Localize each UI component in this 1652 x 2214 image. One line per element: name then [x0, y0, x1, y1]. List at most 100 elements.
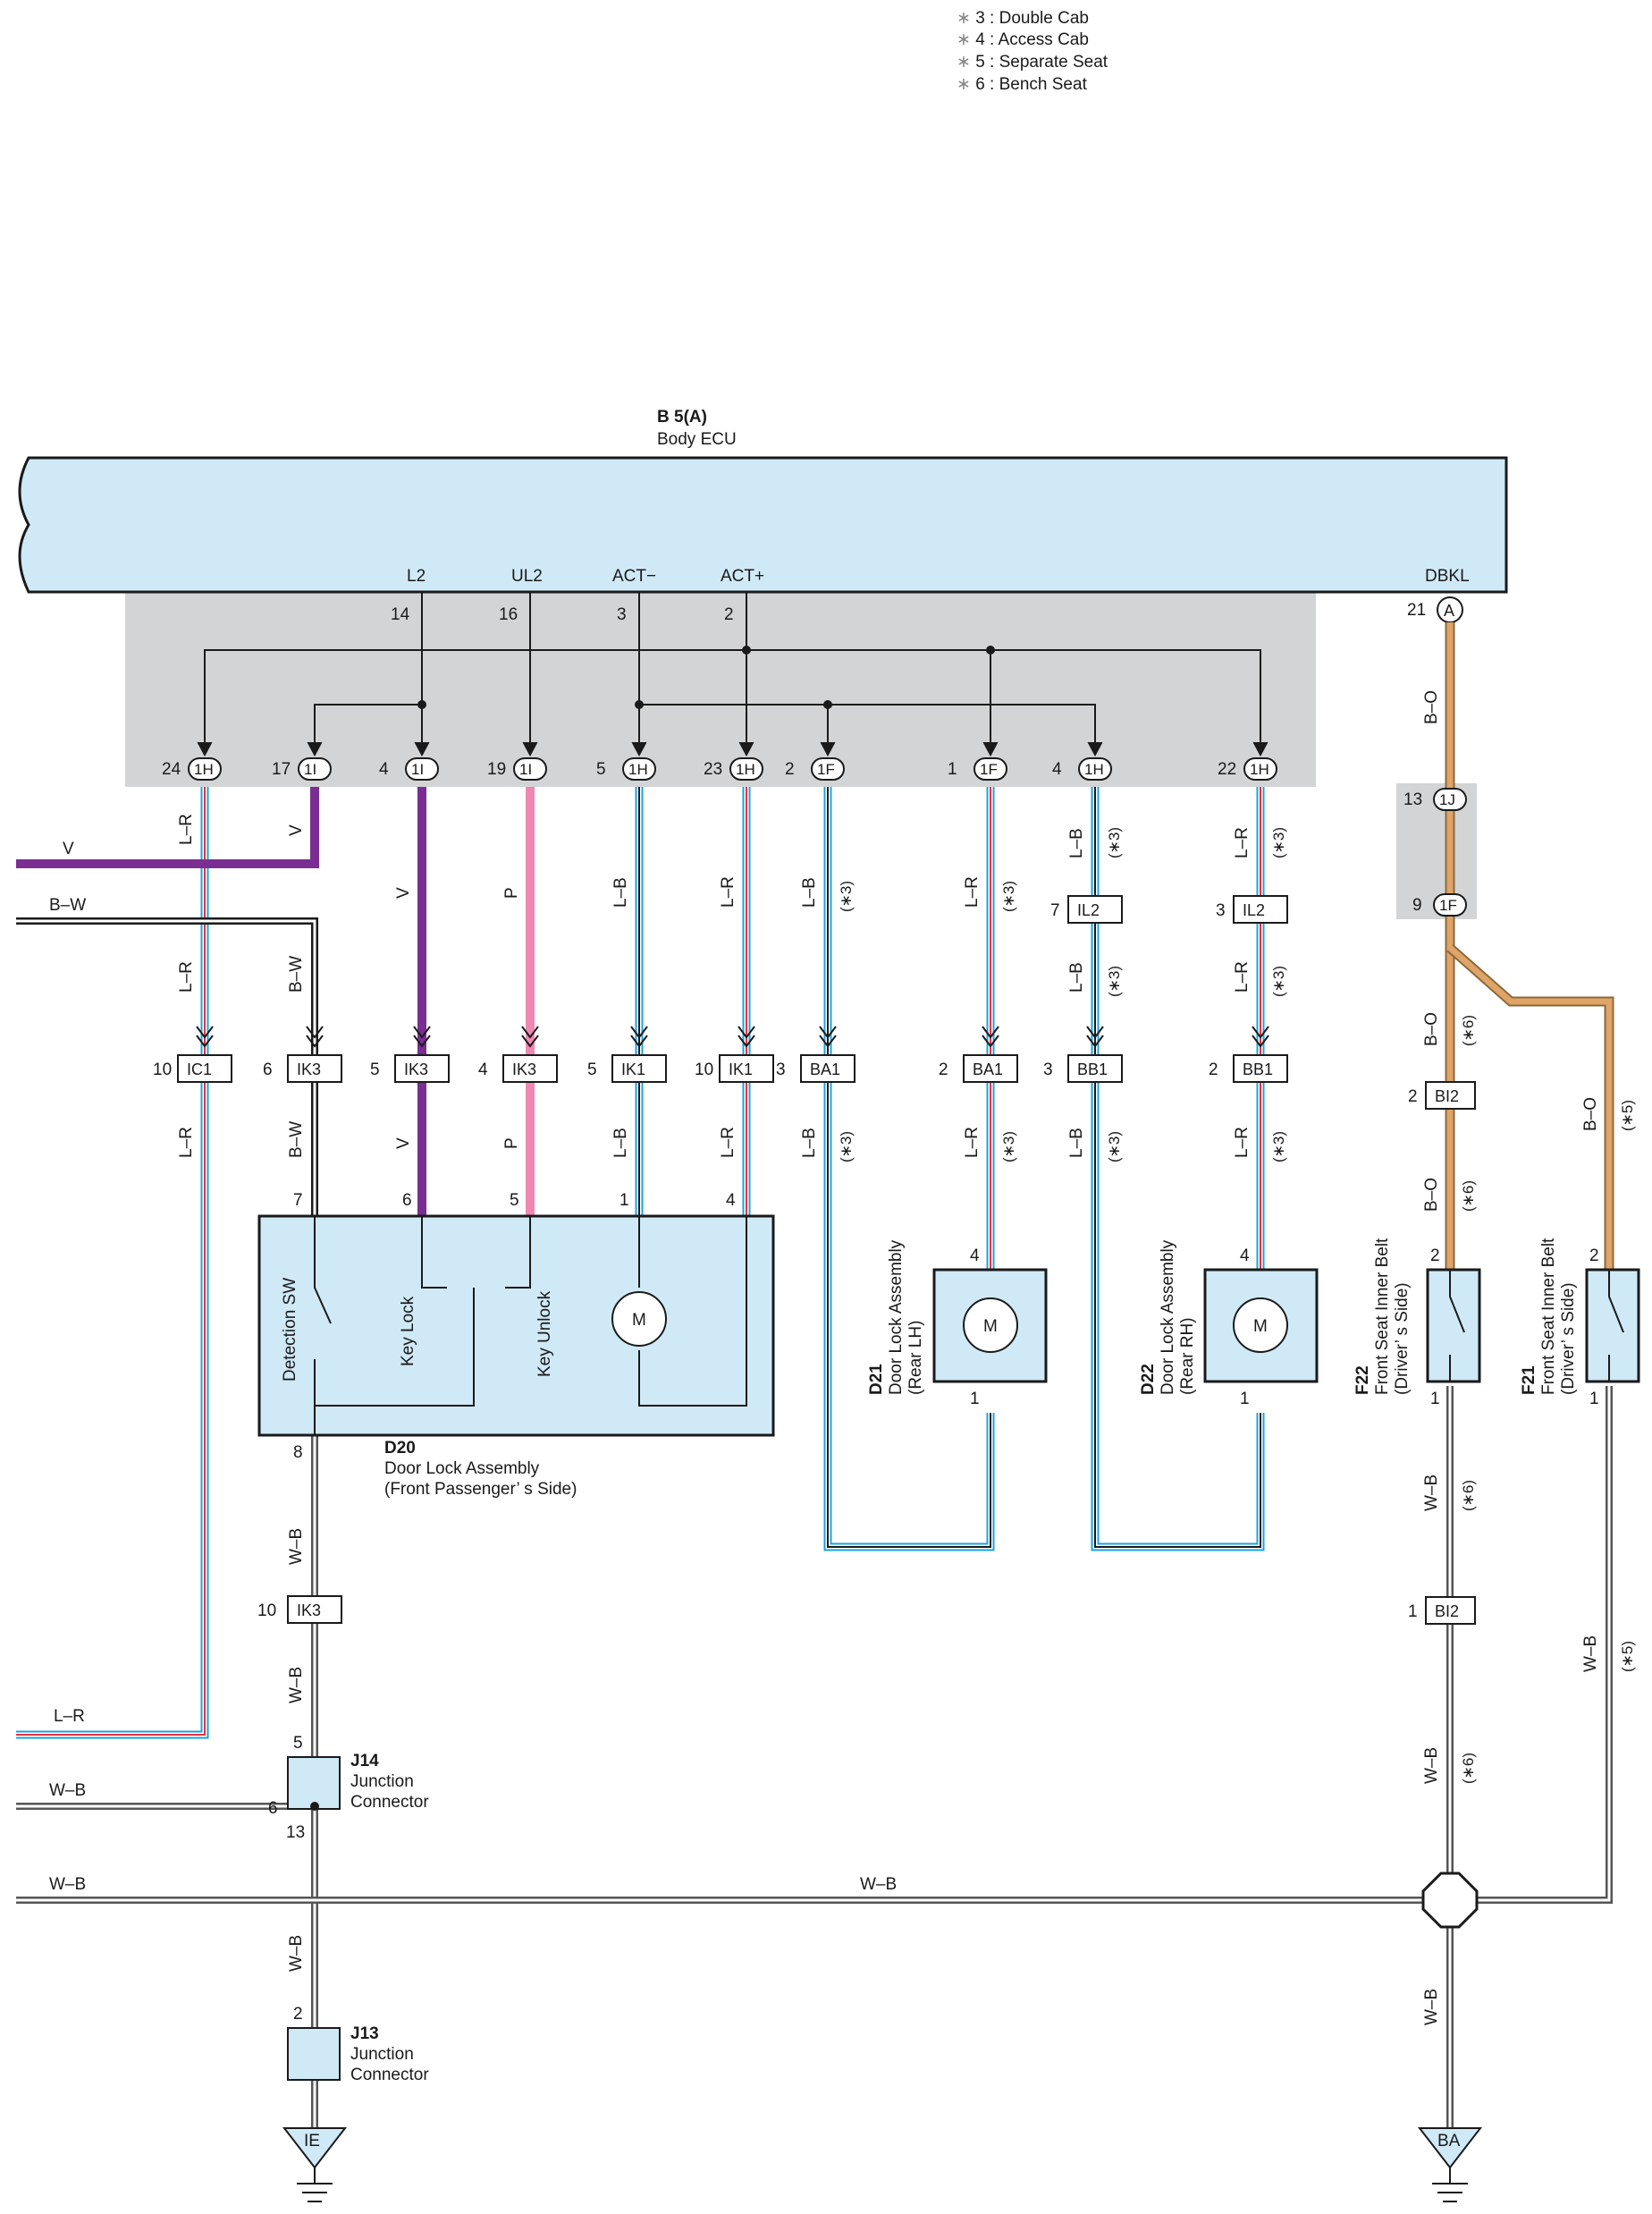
f21-front-seat-inner-belt: 2 1 F21 Front Seat Inner Belt (Driver’ s…	[1520, 1238, 1640, 1408]
svg-text:L–R: L–R	[177, 961, 196, 993]
svg-text:4: 4	[478, 1061, 488, 1079]
svg-text:1I: 1I	[411, 761, 424, 778]
motor-icon	[1233, 1297, 1288, 1353]
svg-text:Door Lock Assembly: Door Lock Assembly	[887, 1239, 906, 1395]
svg-text:19: 19	[487, 760, 506, 779]
svg-text:7: 7	[1050, 901, 1060, 920]
junction-connector-1i: 1I 17	[272, 741, 332, 781]
svg-text:IE: IE	[304, 2132, 320, 2151]
svg-text:BI2: BI2	[1435, 1602, 1459, 1620]
d21-door-lock-rear-lh: M 4 1 D21 Door Lock Assembly (Rear LH)	[867, 1239, 1048, 1408]
svg-text:∗ 6 : Bench Seat: ∗ 6 : Bench Seat	[957, 75, 1088, 94]
svg-text:B–W: B–W	[49, 896, 86, 915]
ik3-lower-connector: IK3 10	[257, 1595, 342, 1624]
d20-door-lock-assembly: M D20 Door Lock Assembly (Front Passenge…	[257, 1191, 775, 1499]
svg-text:(∗3): (∗3)	[838, 1131, 855, 1162]
svg-text:(∗6): (∗6)	[1460, 1015, 1477, 1046]
svg-text:V: V	[394, 1137, 413, 1149]
svg-text:L–B: L–B	[800, 1128, 819, 1158]
svg-text:1: 1	[1589, 1390, 1599, 1408]
svg-text:L–R: L–R	[719, 876, 738, 908]
svg-text:W–B: W–B	[1422, 1989, 1441, 2025]
svg-text:A: A	[1444, 602, 1454, 620]
svg-text:14: 14	[391, 605, 410, 624]
svg-text:5: 5	[370, 1061, 380, 1079]
svg-text:17: 17	[272, 760, 291, 779]
svg-text:W–B: W–B	[287, 1528, 306, 1565]
bi2-connectors: BI2 2 BI2 1	[1408, 1081, 1476, 1625]
svg-text:V: V	[394, 887, 413, 899]
svg-text:W–B: W–B	[287, 1667, 306, 1703]
svg-text:J13: J13	[350, 2024, 379, 2043]
svg-text:M: M	[1253, 1317, 1268, 1336]
svg-text:1F: 1F	[1439, 897, 1457, 914]
svg-text:Connector: Connector	[350, 1793, 429, 1812]
svg-text:IK3: IK3	[297, 1601, 321, 1619]
svg-text:(∗6): (∗6)	[1460, 1180, 1477, 1212]
terminal-dbkl: DBKL	[1425, 567, 1470, 586]
svg-text:(∗5): (∗5)	[1619, 1100, 1636, 1131]
svg-text:D22: D22	[1139, 1364, 1158, 1395]
motor-icon	[611, 1291, 667, 1347]
right-junction: 1J 13 1F 9	[1403, 788, 1467, 917]
svg-text:1: 1	[1430, 1390, 1440, 1408]
svg-text:D20: D20	[384, 1439, 416, 1458]
svg-text:L–B: L–B	[1067, 1128, 1086, 1158]
svg-text:L–B: L–B	[611, 1128, 630, 1158]
svg-text:4: 4	[1052, 760, 1062, 779]
svg-text:L–R: L–R	[177, 814, 196, 845]
svg-text:2: 2	[1589, 1246, 1599, 1265]
svg-text:4: 4	[1240, 1246, 1250, 1265]
junction-connector-1h: 1H5	[596, 741, 656, 781]
svg-text:M: M	[632, 1311, 646, 1330]
svg-text:IL2: IL2	[1243, 901, 1265, 919]
svg-text:3: 3	[776, 1061, 786, 1079]
svg-text:Key Unlock: Key Unlock	[535, 1290, 554, 1377]
svg-text:Door Lock Assembly: Door Lock Assembly	[1159, 1239, 1177, 1395]
svg-text:6: 6	[402, 1191, 412, 1210]
svg-text:(Rear RH): (Rear RH)	[1178, 1317, 1197, 1395]
svg-text:P: P	[502, 1137, 521, 1149]
svg-text:IK1: IK1	[729, 1061, 753, 1078]
svg-text:W–B: W–B	[49, 1781, 86, 1800]
svg-text:2: 2	[724, 605, 734, 624]
svg-text:(∗3): (∗3)	[1000, 881, 1017, 912]
svg-text:J14: J14	[350, 1752, 379, 1770]
svg-text:L–B: L–B	[800, 877, 819, 908]
svg-text:IK1: IK1	[621, 1061, 645, 1078]
splice-point	[1421, 1872, 1479, 1929]
svg-text:1I: 1I	[304, 761, 316, 778]
svg-text:3: 3	[617, 605, 627, 624]
ecu-code: B 5(A)	[657, 408, 707, 427]
svg-text:Detection SW: Detection SW	[281, 1278, 299, 1382]
svg-text:B–O: B–O	[1422, 690, 1441, 724]
svg-text:1: 1	[1240, 1390, 1250, 1408]
svg-text:16: 16	[499, 605, 518, 624]
svg-text:(Driver’ s Side): (Driver’ s Side)	[1393, 1282, 1412, 1395]
svg-text:24: 24	[162, 760, 181, 779]
svg-text:(∗3): (∗3)	[1270, 966, 1287, 997]
svg-text:IC1: IC1	[187, 1061, 212, 1078]
svg-text:Connector: Connector	[350, 2066, 429, 2084]
svg-text:∗ 5 : Separate Seat: ∗ 5 : Separate Seat	[957, 53, 1108, 72]
ecu-name: Body ECU	[657, 430, 737, 449]
svg-text:B–W: B–W	[287, 956, 306, 993]
svg-text:L–R: L–R	[54, 1707, 85, 1726]
svg-text:1H: 1H	[1250, 761, 1269, 778]
svg-text:W–B: W–B	[1422, 1475, 1441, 1511]
svg-text:21: 21	[1407, 601, 1426, 620]
svg-text:1F: 1F	[817, 761, 835, 778]
svg-text:L–R: L–R	[963, 876, 982, 908]
svg-text:(∗3): (∗3)	[838, 881, 855, 912]
svg-text:L–B: L–B	[1067, 828, 1086, 858]
